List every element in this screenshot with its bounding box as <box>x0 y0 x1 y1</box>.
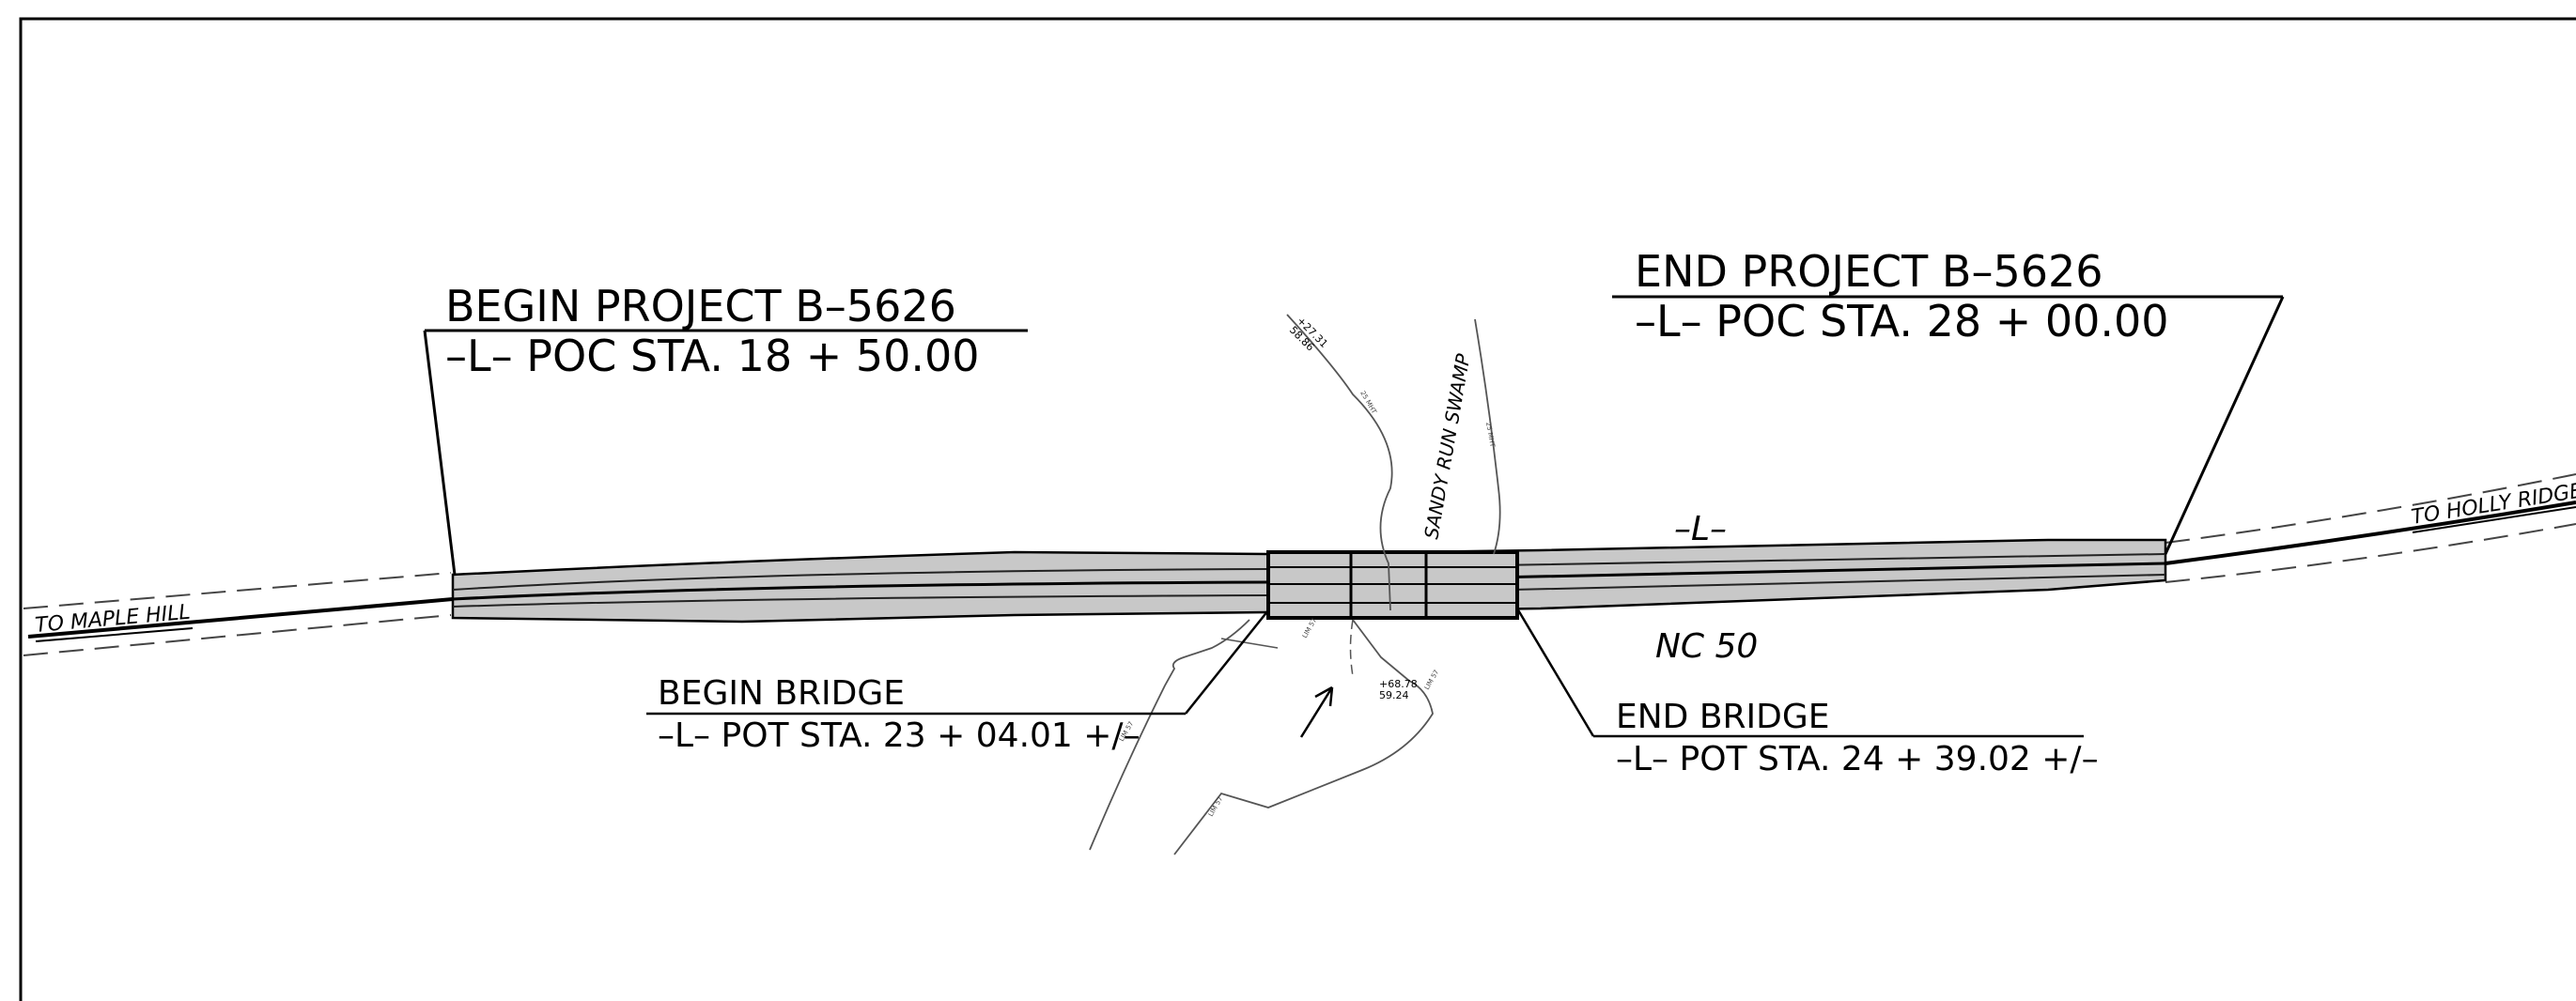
end-project-leader <box>2164 296 2285 555</box>
flow-arrow-shaft <box>1299 686 1334 738</box>
end-project-title: END PROJECT B–5626 <box>1635 246 2103 297</box>
to-east-underline <box>2412 506 2576 533</box>
stream-line-6 <box>1220 638 1279 649</box>
survey-note-2: 59.24 <box>1379 689 1409 701</box>
stream-label: SANDY RUN SWAMP <box>1420 351 1474 541</box>
lane-line-lower <box>452 574 2166 608</box>
begin-project-station: –L– POC STA. 18 + 50.00 <box>445 331 980 381</box>
stream-line-3 <box>1173 619 1434 855</box>
begin-project-title: BEGIN PROJECT B–5626 <box>445 281 956 331</box>
contour-label-3: LIM 57 <box>1301 617 1318 639</box>
end-bridge-station: –L– POT STA. 24 + 39.02 +/– <box>1616 740 2099 778</box>
lane-line-upper <box>452 553 2166 591</box>
to-west-label: TO MAPLE HILL <box>34 601 191 638</box>
existing-edge-west-upper <box>23 572 452 609</box>
contour-label-5: LIM 57 <box>1207 795 1224 818</box>
end-bridge-leader <box>1515 608 1595 737</box>
begin-bridge-leader <box>1185 609 1269 715</box>
road-name-label: NC 50 <box>1655 627 1758 666</box>
to-east-label: TO HOLLY RIDGE <box>2410 479 2576 530</box>
begin-bridge-station: –L– POT STA. 23 + 04.01 +/– <box>658 716 1141 755</box>
alignment-label: –L– <box>1674 510 1727 548</box>
begin-bridge-title: BEGIN BRIDGE <box>658 674 905 713</box>
contour-label-2: 25 MHT <box>1484 422 1497 448</box>
lane-line-center <box>452 562 2166 601</box>
stream-line-1 <box>1286 314 1393 611</box>
existing-edge-west-lower <box>23 614 452 656</box>
road-centerline-west <box>27 597 454 639</box>
sheet-border <box>19 17 2576 1001</box>
road-centerline-east <box>2165 500 2576 565</box>
flow-arrow-icon <box>1314 685 1334 707</box>
begin-project-leader <box>423 330 457 576</box>
existing-edge-east-lower <box>2165 523 2576 583</box>
existing-edge-east-upper <box>2165 473 2576 544</box>
to-west-underline <box>35 627 194 642</box>
stream-line-5 <box>1349 619 1354 677</box>
stream-line-2 <box>1474 318 1501 555</box>
contour-label-6: LIM 57 <box>1423 669 1440 691</box>
survey-note-1: +68.78 <box>1379 678 1418 690</box>
stream-line-4 <box>1089 619 1250 851</box>
end-bridge-title: END BRIDGE <box>1616 698 1830 736</box>
end-project-station: –L– POC STA. 28 + 00.00 <box>1635 296 2169 346</box>
